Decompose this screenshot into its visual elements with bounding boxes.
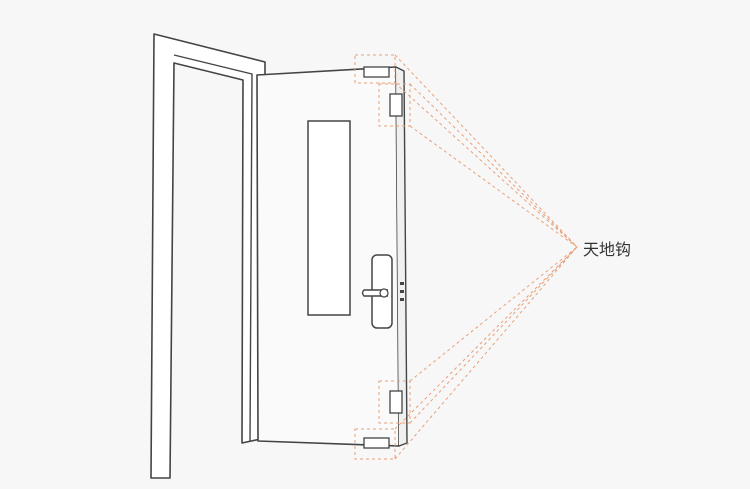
callout-leaders: [394, 54, 578, 460]
door-frame: [150, 33, 266, 479]
bottom-hook-plate: [389, 390, 403, 414]
callout-boxes: [354, 54, 411, 460]
door-window: [307, 120, 351, 316]
door-frame-inner: [173, 54, 253, 442]
lock-bolts: [400, 282, 404, 301]
lock-handle-rose: [379, 288, 389, 298]
top-hook-plate: [389, 93, 403, 117]
door-edge: [395, 66, 408, 447]
top-hook-bolt: [363, 66, 390, 78]
callout-label-top-bottom-hook: 天地钩: [583, 240, 632, 259]
bottom-hook-bolt: [363, 437, 390, 449]
